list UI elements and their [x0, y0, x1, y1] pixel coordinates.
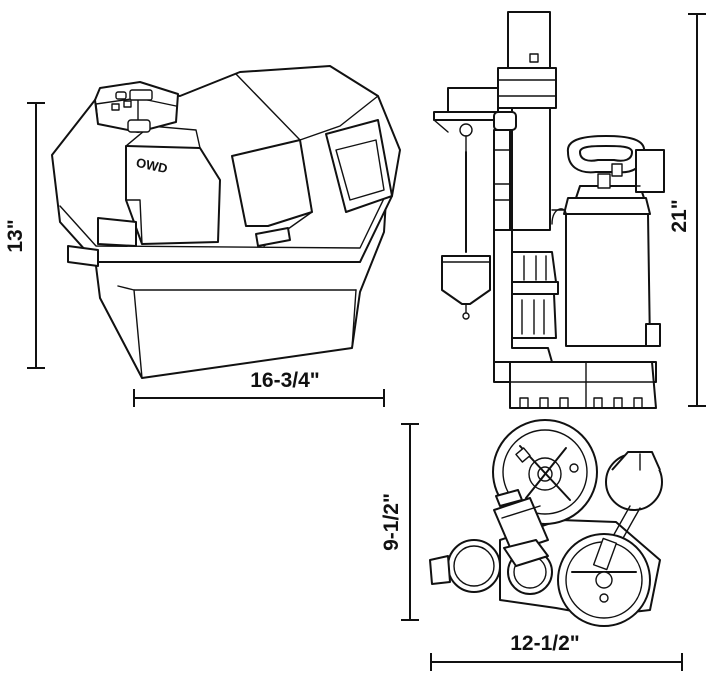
battery-height-label: 13"	[4, 219, 27, 252]
pump-depth-label: 9-1/2"	[380, 493, 403, 551]
pump-height-label: 21"	[668, 199, 691, 232]
battery-length-label: 16-3/4"	[250, 369, 320, 392]
pump-side-view-drawing	[433, 11, 665, 409]
battery-box-drawing: OWD	[51, 65, 401, 379]
battery-lid-text: OWD	[135, 155, 169, 176]
dimension-pump-width: 12-1/2"	[430, 632, 683, 671]
pump-top-view-drawing	[429, 419, 663, 627]
dimension-pump-height: 21"	[668, 13, 706, 407]
dimension-battery-length: 16-3/4"	[133, 369, 385, 407]
dimension-pump-depth: 9-1/2"	[380, 423, 419, 621]
pump-width-label: 12-1/2"	[510, 632, 580, 655]
dimension-battery-height: 13"	[4, 102, 45, 369]
